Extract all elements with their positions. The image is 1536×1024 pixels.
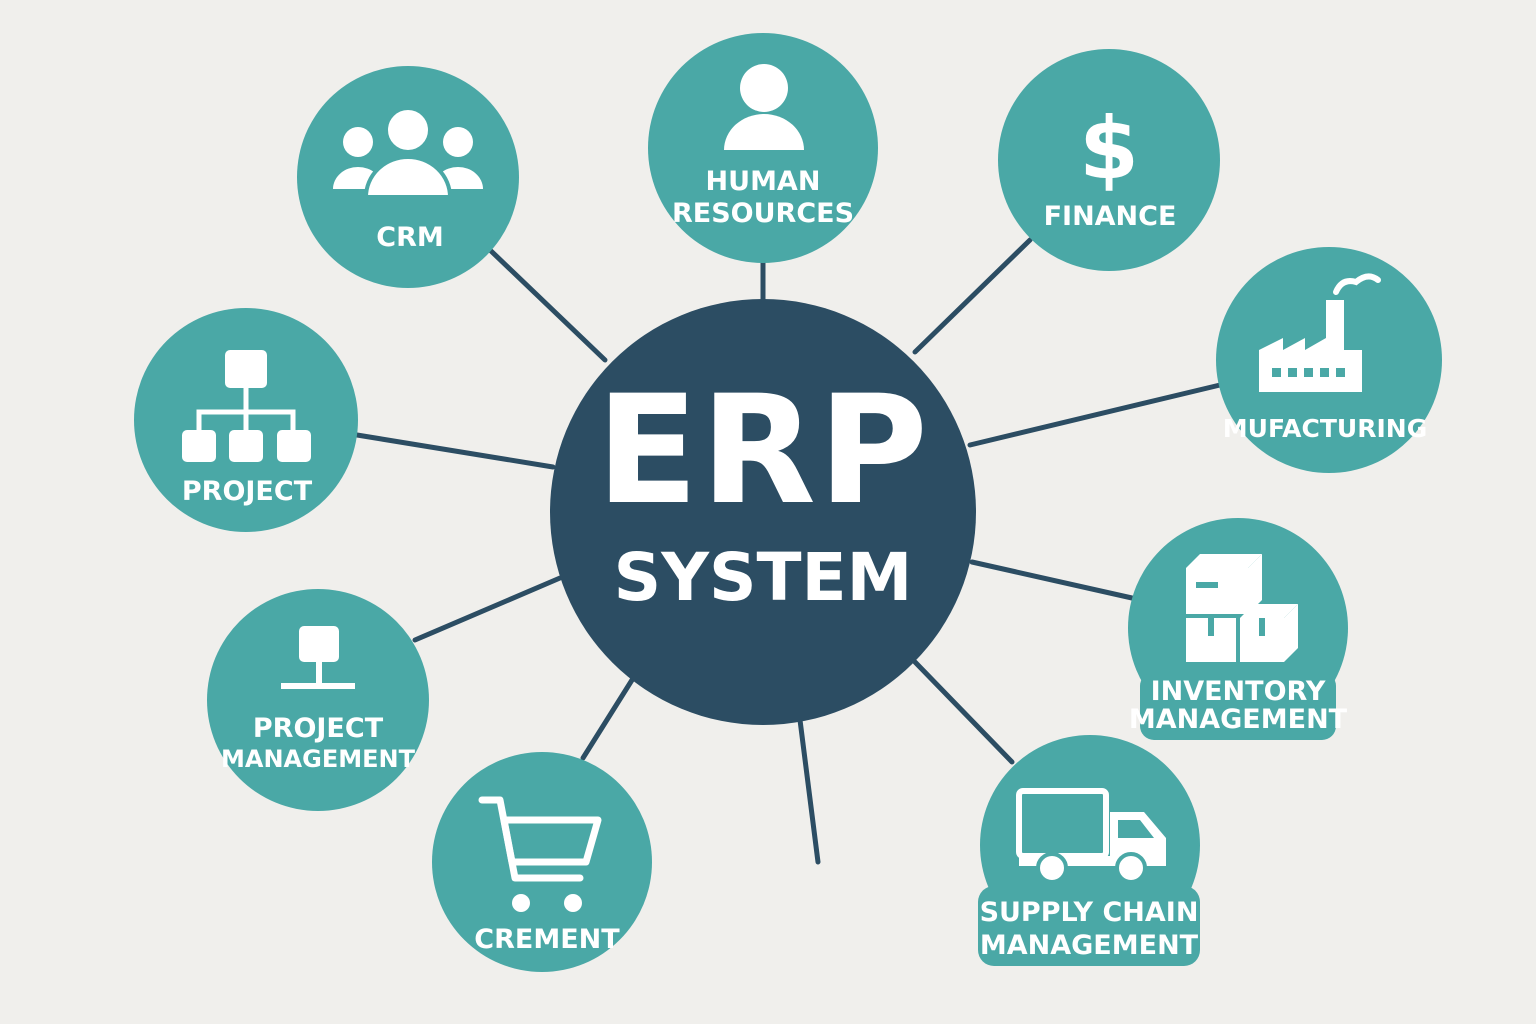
- factory-icon: [1259, 273, 1381, 392]
- module-pm-label-line1: PROJECT: [253, 713, 384, 744]
- erp-hub: ERP SYSTEM: [550, 299, 976, 725]
- connector-project: [354, 432, 556, 470]
- person-icon: [724, 64, 804, 150]
- connectors: [354, 237, 1223, 865]
- module-inventory-label-line1: INVENTORY: [1151, 676, 1326, 707]
- module-project[interactable]: PROJECT: [134, 308, 358, 532]
- people-group-icon: [333, 106, 483, 199]
- hub-title: ERP: [596, 364, 930, 538]
- module-project-label: PROJECT: [182, 476, 313, 507]
- module-human-resources[interactable]: HUMAN RESOURCES: [648, 33, 878, 263]
- module-finance-label: FINANCE: [1044, 201, 1177, 232]
- connector-crm: [487, 247, 608, 363]
- module-procurement[interactable]: CREMENT: [432, 752, 652, 972]
- shopping-cart-icon: [478, 796, 602, 912]
- module-finance-circle: [998, 49, 1220, 271]
- module-pm-circle: [207, 589, 429, 811]
- connector-pm: [412, 575, 563, 643]
- org-chart-icon: [182, 350, 311, 462]
- module-manufacturing-label: MUFACTURING: [1223, 414, 1427, 443]
- module-supply-label-bg: [978, 886, 1200, 966]
- module-crm[interactable]: CRM: [297, 66, 519, 288]
- module-supply-label-line1: SUPPLY CHAIN: [980, 897, 1199, 928]
- hub-subtitle: SYSTEM: [614, 539, 913, 616]
- module-procurement-label: CREMENT: [474, 924, 620, 955]
- module-inventory-label-line2: MANAGEMENT: [1129, 704, 1348, 735]
- module-supply-label-line2: MANAGEMENT: [980, 930, 1199, 961]
- module-hr-label-line1: HUMAN: [706, 166, 821, 197]
- module-crm-label: CRM: [376, 222, 443, 253]
- module-project-management[interactable]: PROJECT MANAGEMENT: [207, 589, 429, 811]
- module-inventory-management[interactable]: INVENTORY MANAGEMENT: [1128, 518, 1348, 740]
- boxes-icon: [1186, 554, 1298, 662]
- module-pm-label-line2: MANAGEMENT: [221, 745, 416, 773]
- truck-icon: [1016, 788, 1166, 884]
- node-icon: [281, 626, 355, 689]
- connector-finance: [912, 237, 1033, 355]
- module-inventory-label-bg: [1140, 672, 1336, 740]
- hub-circle: [550, 299, 976, 725]
- connector-procurement: [580, 677, 635, 761]
- module-finance[interactable]: $ FINANCE: [998, 49, 1220, 271]
- dollar-sign-icon: $: [1079, 99, 1139, 199]
- module-manufacturing[interactable]: MUFACTURING: [1216, 247, 1442, 473]
- connector-manufacturing: [967, 382, 1223, 448]
- connector-inventory: [969, 559, 1135, 601]
- connector-bottom: [797, 717, 821, 865]
- module-hr-label-line2: RESOURCES: [672, 198, 854, 229]
- module-supply-chain-management[interactable]: SUPPLY CHAIN MANAGEMENT: [978, 735, 1200, 966]
- connector-supply: [912, 659, 1015, 765]
